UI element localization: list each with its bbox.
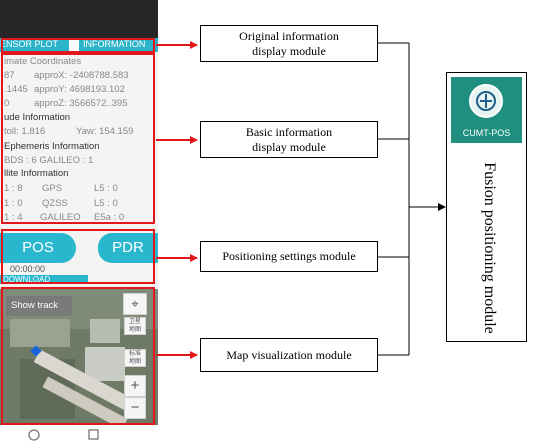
- info-line-lon: .1445: [4, 84, 28, 95]
- info-line-attitude-heading: ude Information: [4, 112, 71, 123]
- info-line-roll: toll: 1.816: [4, 126, 46, 137]
- download-button[interactable]: DOWNLOAD: [0, 275, 88, 284]
- map-building: [10, 319, 70, 347]
- info-line-sat-row1-count: 1 : 8: [4, 183, 23, 194]
- nav-icons: [28, 429, 99, 441]
- zoom-in-button[interactable]: +: [124, 375, 146, 397]
- original-info-module: Original information display module: [200, 25, 378, 62]
- info-line-yaw: Yaw: 154.159: [76, 126, 134, 137]
- university-seal-icon: [469, 84, 503, 118]
- satellite-map-toggle[interactable]: 卫星 地图: [124, 317, 146, 335]
- info-line-approx-x: approX: -2408788.583: [34, 70, 129, 81]
- tab-information[interactable]: INFORMATION: [83, 39, 146, 49]
- info-line-sat-row2-l5: L5 : 0: [94, 198, 118, 209]
- info-line-sat-row1-system: GPS: [42, 183, 63, 194]
- basic-info-module-label: Basic information display module: [245, 124, 333, 154]
- crosshair-icon[interactable]: ⌖: [123, 293, 147, 315]
- logo-text: CUMT-POS: [462, 128, 511, 138]
- info-line-alt: 0: [4, 98, 10, 109]
- positioning-settings-module: Positioning settings module: [200, 241, 378, 272]
- home-circle-icon: [28, 429, 40, 441]
- info-line-sat-row3-count: 1 : 4: [4, 212, 23, 223]
- map-view[interactable]: Show track ⌖ 卫星 地图 标准 地图 + −: [0, 289, 158, 425]
- fusion-positioning-module: CUMT-POS Fusion positioning module: [446, 72, 527, 342]
- info-line-approx-coords-heading: imate Coordinates: [4, 56, 82, 67]
- map-building: [90, 319, 120, 343]
- info-line-lat: 87: [4, 70, 15, 81]
- info-line-sat-row2-count: 1 : 0: [4, 198, 23, 209]
- map-visualization-module: Map visualization module: [200, 338, 378, 372]
- original-info-module-label: Original information display module: [239, 28, 339, 58]
- zoom-out-button[interactable]: −: [124, 397, 146, 419]
- timer-readout: 00:00:00: [10, 264, 46, 274]
- tab-bar: ENSOR PLOT INFORMATION: [0, 38, 158, 52]
- info-line-sat-row1-l5: L5 : 0: [94, 183, 118, 194]
- map-visualization-module-label: Map visualization module: [226, 347, 352, 362]
- info-line-satellite-heading: llite Information: [4, 168, 69, 179]
- tab-divider: [69, 38, 79, 52]
- highlight-positioning-settings: [1, 229, 155, 284]
- app-screenshot: ENSOR PLOT INFORMATION imate Coordinates…: [0, 0, 158, 445]
- info-line-ephemeris-heading: Ephemeris Information: [4, 141, 100, 152]
- fusion-label: Fusion positioning module: [481, 162, 498, 334]
- info-line-approx-z: approZ: 3566572..395: [34, 98, 128, 109]
- cumt-pos-logo: CUMT-POS: [451, 77, 522, 143]
- info-line-sat-row3-e5a: E5a : 0: [94, 212, 125, 223]
- recent-square-icon: [88, 429, 99, 440]
- nav-bar: [0, 425, 158, 445]
- status-bar: [0, 0, 158, 38]
- fusion-label-wrapper: Fusion positioning module: [469, 162, 509, 334]
- bracket-lines: [378, 42, 410, 356]
- highlight-original-info: [1, 38, 155, 53]
- info-panel: [0, 54, 158, 224]
- pos-button[interactable]: POS: [0, 233, 76, 263]
- info-line-approx-y: approY: 4698193.102: [34, 84, 125, 95]
- highlight-basic-info: [1, 53, 155, 224]
- show-track-button[interactable]: Show track: [6, 296, 72, 316]
- map-building: [85, 347, 125, 381]
- pdr-button[interactable]: PDR: [98, 233, 158, 263]
- info-line-ephemeris-counts: BDS : 6 GALILEO : 1: [4, 155, 94, 166]
- tab-sensor-plot[interactable]: ENSOR PLOT: [0, 39, 59, 49]
- positioning-settings-module-label: Positioning settings module: [222, 249, 356, 263]
- info-line-sat-row2-system: QZSS: [42, 198, 68, 209]
- highlight-map-visualization: [1, 287, 155, 425]
- standard-map-toggle[interactable]: 标准 地图: [124, 349, 146, 367]
- basic-info-module: Basic information display module: [200, 121, 378, 158]
- info-line-sat-row3-system: GALILEO: [40, 212, 81, 223]
